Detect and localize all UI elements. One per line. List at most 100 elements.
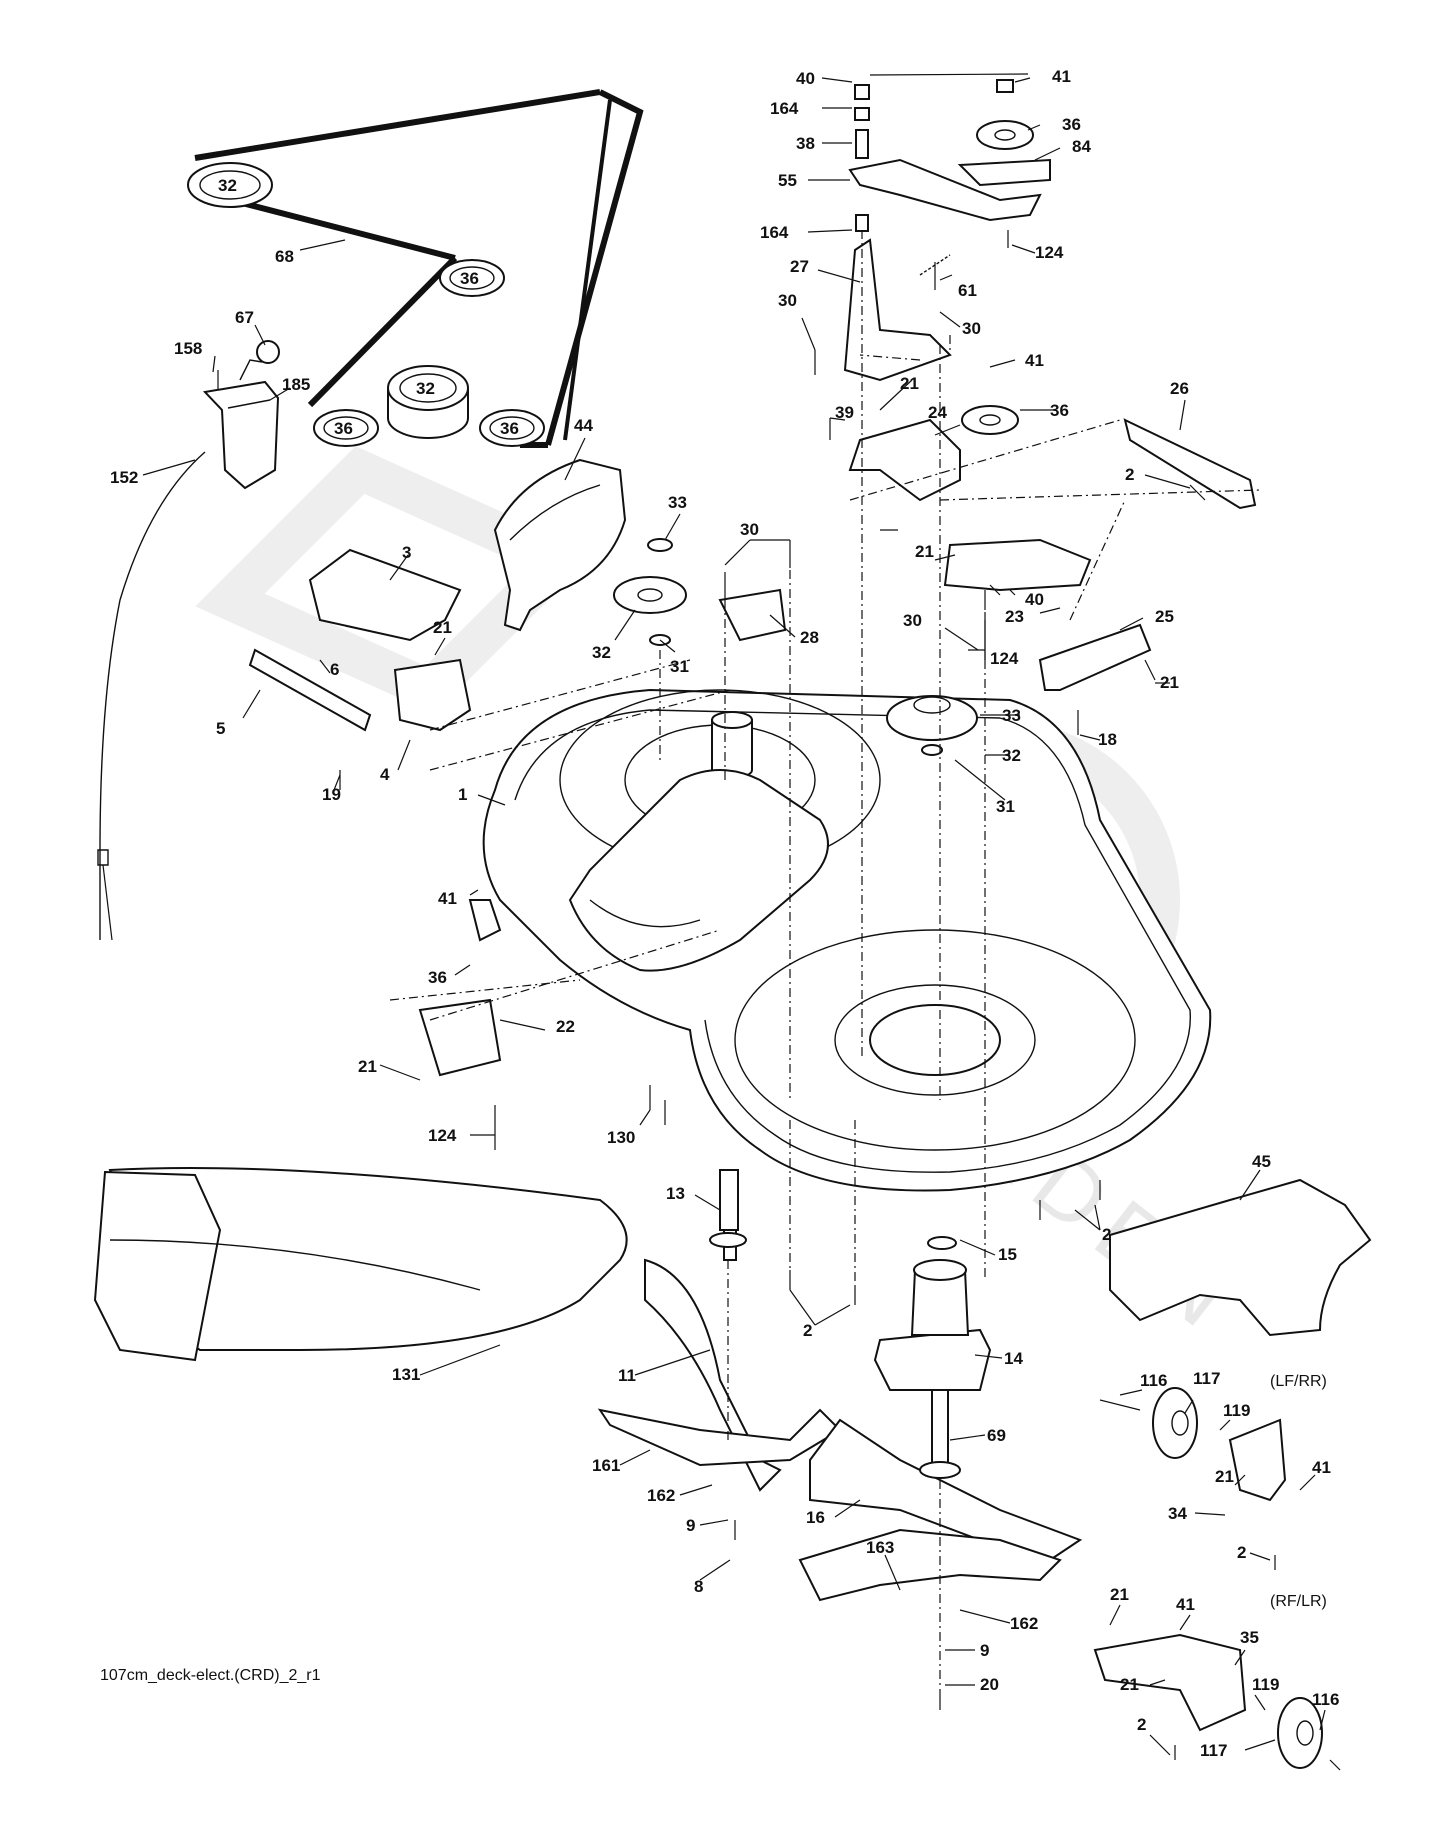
- callout-36: 36: [1062, 115, 1081, 134]
- mower-blade-right: [798, 1418, 1083, 1602]
- callout-9: 9: [980, 1641, 989, 1660]
- discharge-chute: [93, 1167, 628, 1362]
- callout-2: 2: [1125, 465, 1134, 484]
- callout-23: 23: [1005, 607, 1024, 626]
- pulley-assembly-center: [613, 538, 978, 756]
- callout-67: 67: [235, 308, 254, 327]
- callout-27: 27: [790, 257, 809, 276]
- belt-pulley-36-right-low: 36: [479, 409, 545, 447]
- callout-152: 152: [110, 468, 138, 487]
- drawing-code: 107cm_deck-elect.(CRD)_2_r1: [100, 1667, 321, 1684]
- callout-40: 40: [796, 69, 815, 88]
- callouts: 40 41 164 36 38 84 55 164 124 27 61 30 3…: [100, 67, 1339, 1760]
- callout-162: 162: [1010, 1614, 1038, 1633]
- callout-164: 164: [760, 223, 789, 242]
- callout-55: 55: [778, 171, 797, 190]
- callout-2: 2: [1237, 1543, 1246, 1562]
- callout-41: 41: [1312, 1458, 1331, 1477]
- callout-30: 30: [962, 319, 981, 338]
- callout-22: 22: [556, 1017, 575, 1036]
- callout-40: 40: [1025, 590, 1044, 609]
- callout-13: 13: [666, 1184, 685, 1203]
- callout-8: 8: [694, 1577, 703, 1596]
- callout-34: 34: [1168, 1504, 1187, 1523]
- callout-11: 11: [618, 1366, 636, 1385]
- callout-164: 164: [770, 99, 799, 118]
- callout-41: 41: [1176, 1595, 1195, 1614]
- callout-33: 33: [1002, 706, 1021, 725]
- callout-117: 117: [1193, 1369, 1220, 1388]
- callout-2: 2: [1102, 1225, 1111, 1244]
- callout-16: 16: [806, 1508, 825, 1527]
- callout-30: 30: [778, 291, 797, 310]
- callout-41: 41: [438, 889, 457, 908]
- callout-9: 9: [686, 1516, 695, 1535]
- callout-44: 44: [574, 416, 593, 435]
- callout-3: 3: [402, 543, 411, 562]
- alignment-lines: [389, 230, 1261, 1690]
- callout-41: 41: [1025, 351, 1044, 370]
- callout-116: 116: [1312, 1690, 1339, 1709]
- callout-25: 25: [1155, 607, 1174, 626]
- callout-28: 28: [800, 628, 819, 647]
- callout-131: 131: [392, 1365, 420, 1384]
- spindle-left: [709, 1169, 747, 1261]
- callout-2: 2: [1137, 1715, 1146, 1734]
- callout-45: 45: [1252, 1152, 1271, 1171]
- callout-21: 21: [433, 618, 452, 637]
- callout-161: 161: [592, 1456, 620, 1475]
- callout-21: 21: [1160, 673, 1179, 692]
- callout-41: 41: [1052, 67, 1071, 86]
- callout-21: 21: [1120, 1675, 1139, 1694]
- callout-124: 124: [990, 649, 1019, 668]
- deck-lever-assembly: [97, 340, 280, 941]
- callout-24: 24: [928, 403, 947, 422]
- fasteners: [339, 230, 1341, 1771]
- variant-label-rear: (RF/LR): [1270, 1593, 1327, 1610]
- belt-pulley-label: 32: [416, 379, 435, 398]
- callout-21: 21: [915, 542, 934, 561]
- callout-21: 21: [1215, 1467, 1234, 1486]
- callout-38: 38: [796, 134, 815, 153]
- callout-5: 5: [216, 719, 225, 738]
- callout-31: 31: [996, 797, 1015, 816]
- callout-30: 30: [903, 611, 922, 630]
- belt-pulley-label: 36: [460, 269, 479, 288]
- callout-21: 21: [358, 1057, 377, 1076]
- callout-124: 124: [428, 1126, 457, 1145]
- callout-6: 6: [330, 660, 339, 679]
- callout-163: 163: [866, 1538, 894, 1557]
- callout-14: 14: [1004, 1349, 1023, 1368]
- spindle-right: [919, 1389, 961, 1479]
- callout-1: 1: [458, 785, 467, 804]
- callout-18: 18: [1098, 730, 1117, 749]
- callout-2: 2: [803, 1321, 812, 1340]
- callout-36: 36: [1050, 401, 1069, 420]
- callout-31: 31: [670, 657, 689, 676]
- callout-185: 185: [282, 375, 310, 394]
- callout-119: 119: [1252, 1675, 1279, 1694]
- mulch-cover: [1109, 1178, 1372, 1337]
- callout-119: 119: [1223, 1401, 1250, 1420]
- callout-36: 36: [428, 968, 447, 987]
- gauge-wheel-front: [1099, 1387, 1287, 1502]
- callout-20: 20: [980, 1675, 999, 1694]
- callout-158: 158: [174, 339, 202, 358]
- belt-pulley-32-left: 32: [187, 162, 273, 208]
- belt-pulley-label: 36: [500, 419, 519, 438]
- variant-label-front: (LF/RR): [1270, 1373, 1327, 1390]
- belt-pulley-label: 36: [334, 419, 353, 438]
- callout-26: 26: [1170, 379, 1189, 398]
- callout-117: 117: [1200, 1741, 1227, 1760]
- callout-15: 15: [998, 1245, 1017, 1264]
- callout-30: 30: [740, 520, 759, 539]
- callout-61: 61: [958, 281, 977, 300]
- callout-21: 21: [1110, 1585, 1129, 1604]
- belt-pulley-36-mid: 36: [439, 259, 505, 297]
- callout-39: 39: [835, 403, 854, 422]
- callout-32: 32: [592, 643, 611, 662]
- idler-arm-assembly: [843, 79, 1257, 691]
- spindle-housing: [873, 1236, 992, 1391]
- gauge-wheel-rear: [1093, 1633, 1323, 1769]
- belt-pulley-label: 32: [218, 176, 237, 195]
